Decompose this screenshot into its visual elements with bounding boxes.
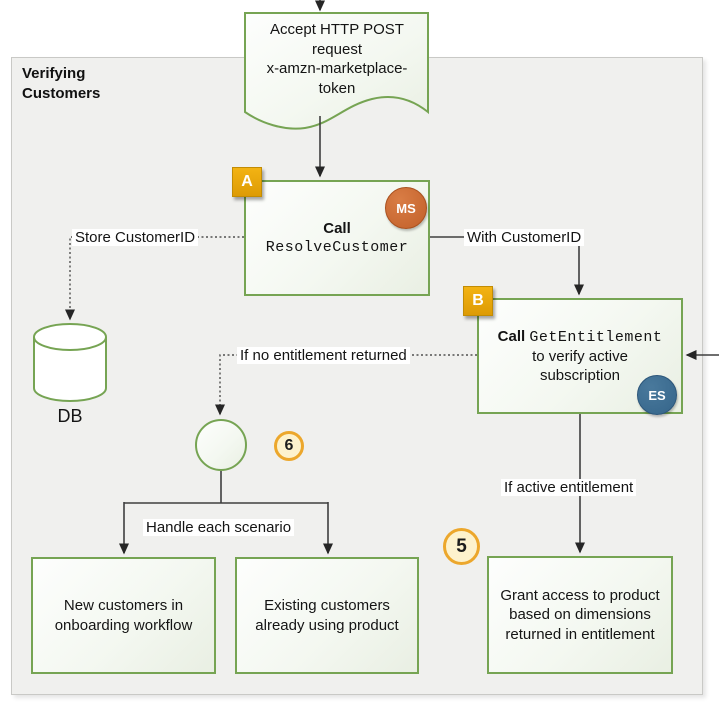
resolve-api-name: ResolveCustomer xyxy=(265,239,409,256)
existing-customers-node: Existing customers already using product xyxy=(235,557,419,674)
new-customers-text: New customers in onboarding workflow xyxy=(54,597,193,634)
grant-access-text: Grant access to product based on dimensi… xyxy=(500,587,660,643)
entitlement-api-name: GetEntitlement xyxy=(529,328,663,346)
db-label: DB xyxy=(57,406,83,426)
handle-scenario-label: Handle each scenario xyxy=(143,519,295,536)
step-a-badge: A xyxy=(232,167,262,197)
step-5-marker: 5 xyxy=(443,528,480,565)
step-b-badge: B xyxy=(463,286,493,316)
scenario-circle-node xyxy=(195,419,247,471)
resolve-call-word: Call xyxy=(323,219,351,237)
document-shape xyxy=(244,12,429,130)
with-customerid-label: With CustomerID xyxy=(464,229,585,246)
new-customers-node: New customers in onboarding workflow xyxy=(31,557,216,674)
active-entitlement-label: If active entitlement xyxy=(501,479,637,496)
accept-post-node-text: Accept HTTP POST request x-amzn-marketpl… xyxy=(266,21,408,97)
store-customerid-dotted-arrow xyxy=(65,236,244,321)
db-cylinder xyxy=(33,323,107,402)
step-6-marker: 6 xyxy=(274,431,304,461)
grant-access-node: Grant access to product based on dimensi… xyxy=(487,556,673,674)
panel-title: Verifying Customers xyxy=(22,65,101,102)
store-customerid-label: Store CustomerID xyxy=(72,229,199,246)
metering-service-badge: MS xyxy=(385,187,427,229)
entitlement-suffix: to verify active subscription xyxy=(532,347,628,385)
entitlement-call-word: Call xyxy=(497,327,526,345)
no-entitlement-label: If no entitlement returned xyxy=(237,347,410,364)
existing-customers-text: Existing customers already using product xyxy=(255,597,399,634)
entitlement-service-badge: ES xyxy=(637,375,677,415)
